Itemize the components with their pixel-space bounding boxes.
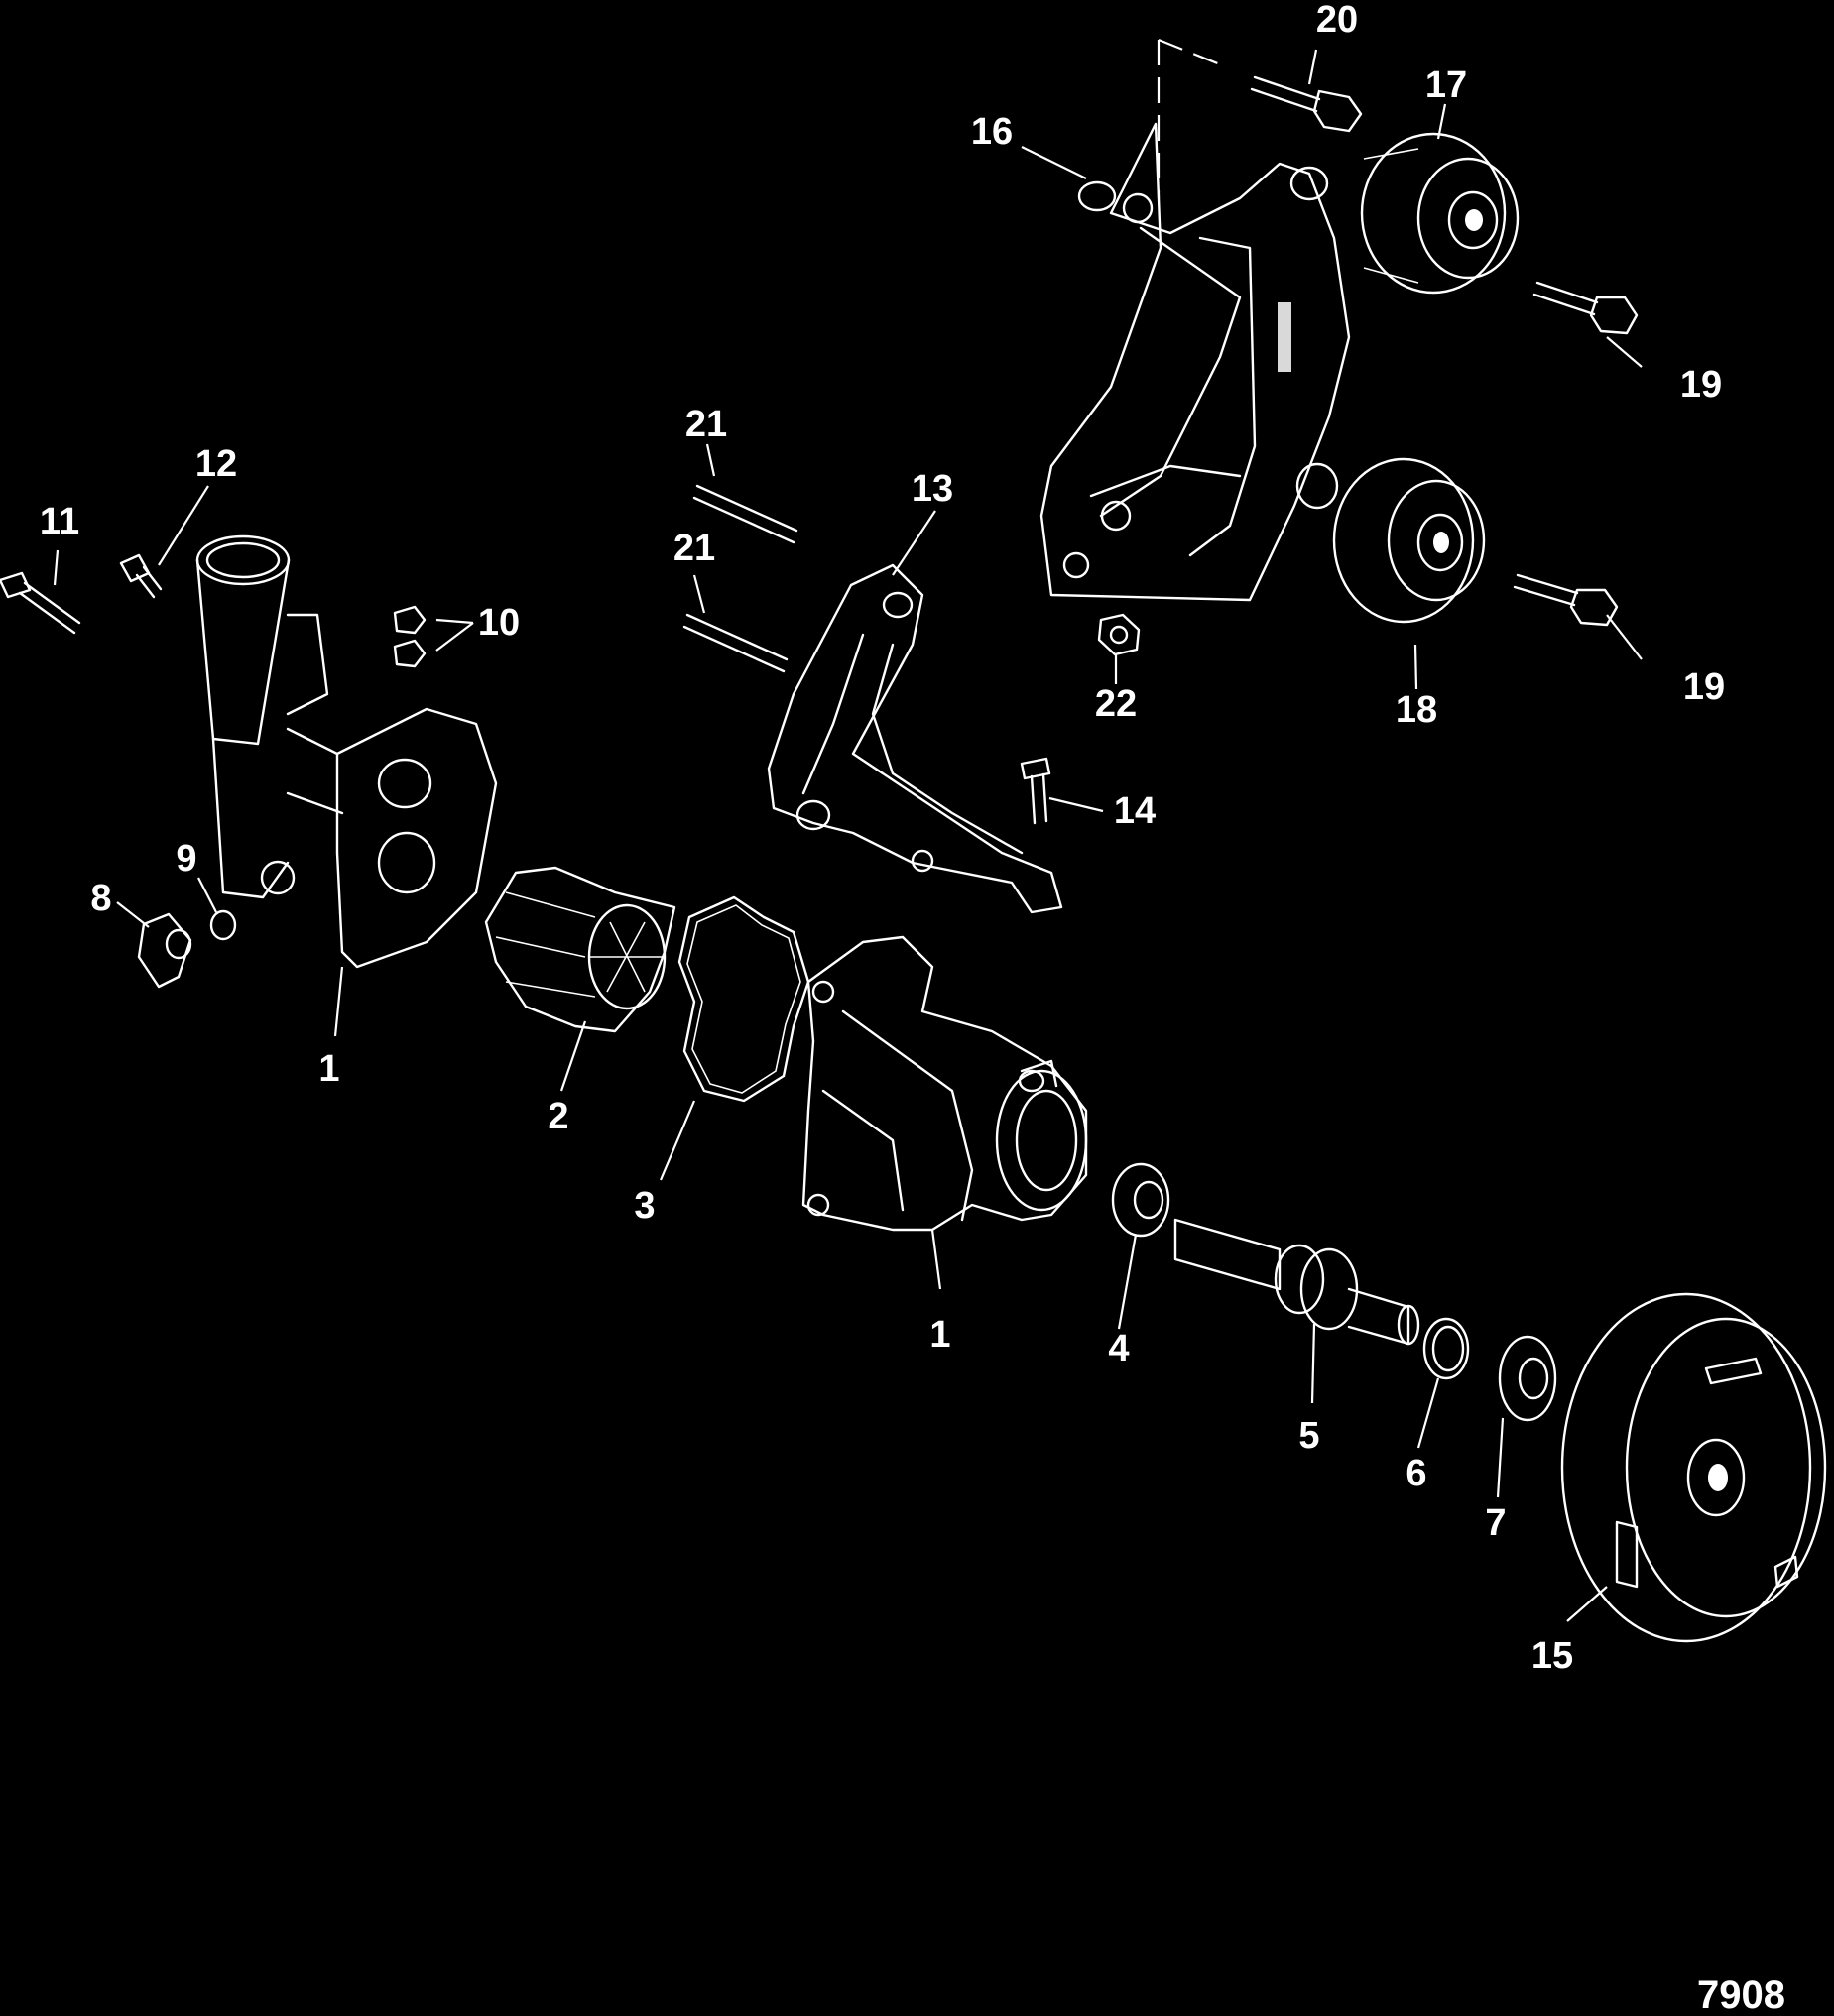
pump-body-1-right bbox=[801, 935, 1088, 1232]
callout-14: 14 bbox=[1114, 790, 1156, 832]
bolt-19-lower bbox=[1513, 573, 1619, 627]
callout-4: 4 bbox=[1108, 1328, 1129, 1369]
fittings-10 bbox=[393, 605, 427, 668]
callout-1-right: 1 bbox=[929, 1314, 950, 1356]
impeller-2 bbox=[484, 866, 676, 1033]
seal-4 bbox=[1111, 1162, 1170, 1238]
gasket-3 bbox=[677, 895, 810, 1103]
callout-18: 18 bbox=[1396, 689, 1437, 731]
bolt-14 bbox=[1020, 757, 1051, 825]
callout-20: 20 bbox=[1316, 0, 1358, 41]
callout-17: 17 bbox=[1425, 64, 1467, 106]
drive-pulley-15 bbox=[1560, 1292, 1827, 1643]
callout-19-lower: 19 bbox=[1683, 666, 1725, 708]
bolt-11 bbox=[0, 571, 81, 635]
callout-7: 7 bbox=[1485, 1502, 1506, 1544]
mounting-bracket-16 bbox=[1039, 122, 1351, 602]
callout-8: 8 bbox=[90, 878, 111, 919]
callout-10: 10 bbox=[478, 602, 520, 644]
callout-19-upper: 19 bbox=[1680, 364, 1722, 406]
callout-6: 6 bbox=[1406, 1453, 1426, 1494]
callout-1-left: 1 bbox=[318, 1048, 339, 1090]
support-bracket-13 bbox=[767, 563, 1063, 914]
seal-7 bbox=[1498, 1335, 1557, 1422]
callout-labels: 20 17 16 19 21 12 13 11 21 10 22 18 19 1… bbox=[40, 0, 1725, 1677]
ring-6 bbox=[1422, 1317, 1470, 1380]
stud-21-lower bbox=[682, 613, 789, 673]
shaft-bearing-5 bbox=[1173, 1218, 1420, 1346]
callout-21-upper: 21 bbox=[685, 404, 727, 445]
bolt-19-upper bbox=[1532, 281, 1639, 335]
alignment-dashed-line bbox=[1157, 38, 1221, 198]
bolt-12 bbox=[119, 553, 163, 599]
leader-lines bbox=[53, 49, 1643, 1622]
callout-22: 22 bbox=[1095, 683, 1137, 725]
idler-pulley-17 bbox=[1360, 132, 1520, 295]
callout-3: 3 bbox=[634, 1185, 655, 1227]
callout-21-lower: 21 bbox=[673, 528, 715, 569]
callout-15: 15 bbox=[1531, 1635, 1573, 1677]
o-ring-9 bbox=[209, 909, 237, 941]
callout-13: 13 bbox=[912, 468, 953, 510]
callout-16: 16 bbox=[971, 111, 1013, 153]
pump-cover-1-left bbox=[195, 534, 498, 969]
nut-22 bbox=[1097, 613, 1141, 656]
callout-5: 5 bbox=[1298, 1415, 1319, 1457]
stud-21-upper bbox=[692, 484, 798, 544]
bolt-20 bbox=[1250, 75, 1363, 133]
drain-plug-8 bbox=[137, 912, 192, 989]
callout-11: 11 bbox=[40, 501, 79, 542]
figure-number: 7908 bbox=[1697, 1973, 1785, 2016]
callout-2: 2 bbox=[548, 1096, 568, 1137]
callout-9: 9 bbox=[176, 838, 196, 880]
callout-12: 12 bbox=[195, 443, 237, 485]
idler-pulley-18 bbox=[1332, 457, 1486, 624]
